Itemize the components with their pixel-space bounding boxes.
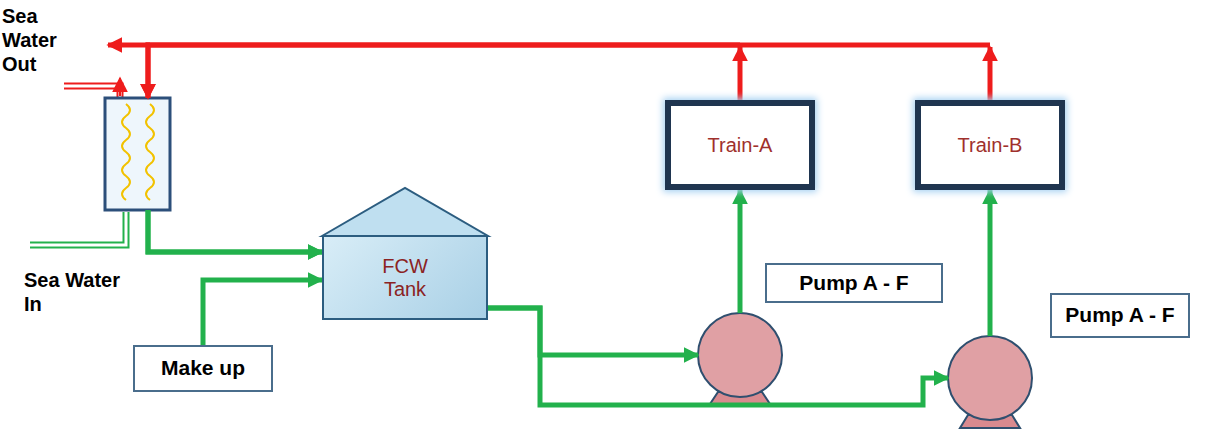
sea-water-in-line [30, 212, 126, 245]
pump-symbol [948, 336, 1032, 420]
node-text: Make up [161, 356, 245, 380]
pump-symbol [698, 313, 782, 397]
heat-exchanger [105, 98, 170, 210]
node-text: Train-A [708, 134, 773, 157]
stream-label: Sea Water Out [2, 4, 64, 76]
flow-line [738, 47, 743, 100]
flow-line [203, 280, 322, 345]
sea-water-out-line [64, 86, 120, 98]
flow-line [988, 47, 993, 100]
pump-label-box: Pump A - F [765, 263, 943, 303]
return-line [108, 43, 150, 48]
flow-line [988, 190, 993, 336]
flow-line [148, 45, 990, 98]
flow-line [148, 45, 740, 98]
sea-water-in-line [30, 212, 126, 245]
flow-line [148, 210, 322, 252]
train-box: Train-A [665, 100, 815, 190]
flow-line [738, 190, 743, 313]
node-text: Pump A - F [1065, 303, 1174, 327]
flow-connector [203, 280, 322, 345]
node-text: Pump A - F [799, 271, 908, 295]
tank-roof [322, 188, 488, 236]
flow-line [488, 308, 948, 405]
flow-connector [488, 190, 740, 355]
flow-connector [148, 45, 740, 252]
heat-exchanger-coil [146, 104, 154, 200]
flow-connector [148, 45, 990, 252]
flow-connector [488, 190, 990, 405]
sea-water-out-arrow [119, 78, 121, 96]
sea-water-out-line [64, 86, 120, 98]
flow-line [148, 210, 322, 252]
train-box: Train-B [915, 100, 1065, 190]
stream-label: Sea Water In [24, 268, 136, 316]
node-text: FCW Tank [375, 255, 435, 301]
tank-box: FCW Tank [322, 235, 488, 320]
makeup-box: Make up [133, 345, 273, 392]
node-text: Train-B [958, 134, 1023, 157]
heat-exchanger-coil [122, 104, 130, 200]
pump-label-box: Pump A - F [1050, 293, 1190, 338]
flow-line [488, 308, 698, 355]
